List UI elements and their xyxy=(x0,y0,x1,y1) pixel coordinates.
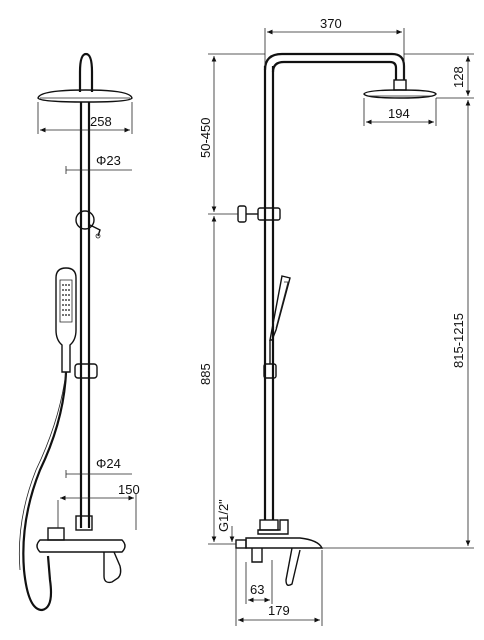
rail-height-label: 885 xyxy=(198,363,213,385)
outlet-spacing-label: 150 xyxy=(118,482,140,497)
riser-diameter-label: Φ23 xyxy=(96,153,121,168)
hand-shower xyxy=(55,267,77,373)
projection-label: 179 xyxy=(268,603,290,618)
mixer-body-side xyxy=(245,537,324,549)
head-width-label: 258 xyxy=(90,114,112,129)
side-view xyxy=(235,52,437,587)
head-height-label: 128 xyxy=(451,66,466,88)
head-diameter-label: 194 xyxy=(388,106,410,121)
height-adjust-label: 50-450 xyxy=(198,118,213,158)
spout-offset-label: 63 xyxy=(250,582,264,597)
mixer-body xyxy=(36,539,126,553)
rain-shower-head-side xyxy=(363,89,437,99)
rain-shower-head xyxy=(37,89,133,103)
front-view-dimensions: 258 Φ23 Φ24 150 xyxy=(37,102,140,530)
lower-diameter-label: Φ24 xyxy=(96,456,121,471)
total-height-label: 815-1215 xyxy=(451,313,466,368)
slide-holder xyxy=(74,363,98,379)
side-view-dimensions: 370 128 194 50-450 885 G1/2" 815-1215 63 xyxy=(198,16,474,626)
thread-label: G1/2" xyxy=(216,499,231,532)
front-view xyxy=(18,52,133,612)
hand-shower-side xyxy=(269,275,291,341)
arm-reach-label: 370 xyxy=(320,16,342,31)
shower-hose xyxy=(22,371,68,612)
